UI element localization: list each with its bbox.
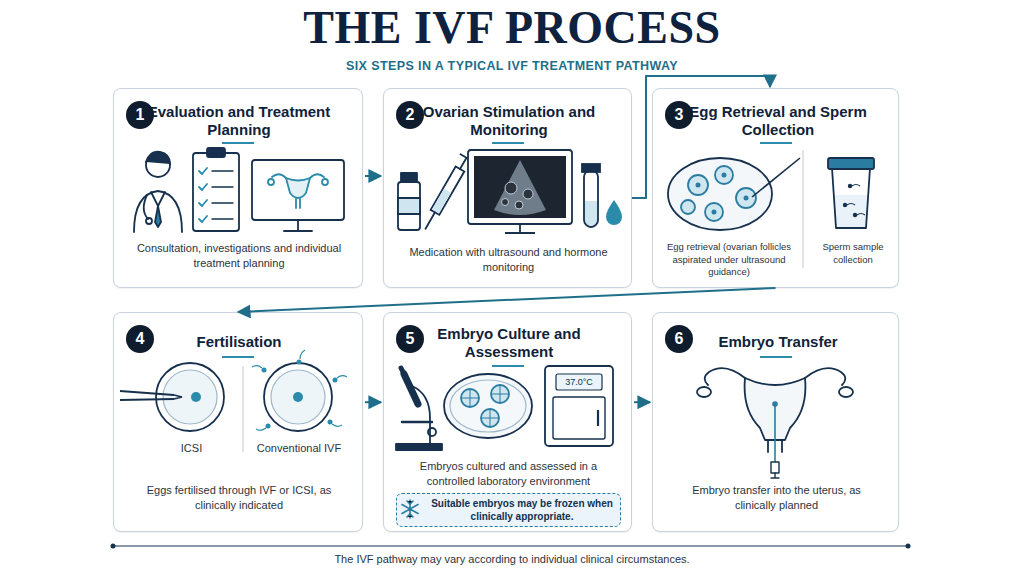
step-number-text: 1: [126, 101, 154, 129]
subtitle: SIX STEPS IN A TYPICAL IVF TREATMENT PAT…: [0, 58, 1024, 74]
step-description: Medication with ultrasound and hormone m…: [404, 245, 613, 275]
rule-dot: [111, 544, 116, 549]
rule-line: [113, 546, 908, 547]
step-number: 5: [396, 325, 424, 353]
step-card: Embryo TransferEmbryo transfer into the …: [652, 312, 899, 532]
step-description: Embryo transfer into the uterus, as clin…: [673, 483, 880, 513]
step-card: Ovarian Stimulation and MonitoringMedica…: [383, 88, 632, 288]
step-card: Egg Retrieval and Sperm CollectionEgg re…: [652, 88, 899, 288]
step-heading: Embryo Transfer: [683, 333, 873, 351]
step-number: 4: [126, 325, 154, 353]
step-number: 6: [665, 325, 693, 353]
step-number-text: 2: [396, 101, 424, 129]
step-card: Embryo Culture and AssessmentEmbryos cul…: [383, 312, 632, 532]
page-title: THE IVF PROCESS: [0, 2, 1024, 54]
note-box: Suitable embryos may be frozen when clin…: [396, 493, 621, 527]
step-number: 1: [126, 101, 154, 129]
step-heading: Embryo Culture and Assessment: [414, 325, 604, 361]
step-number-text: 5: [396, 325, 424, 353]
footer-rule: [111, 544, 911, 549]
flow-arrow: [365, 175, 381, 177]
step-number-text: 6: [665, 325, 693, 353]
step-heading: Fertilisation: [144, 333, 334, 351]
step-heading: Evaluation and Treatment Planning: [144, 103, 334, 139]
step-number-text: 3: [665, 101, 693, 129]
step-card: FertilisationICSI Conventional IVF Eggs fe…: [113, 312, 363, 532]
flow-arrow: [365, 401, 381, 403]
step-description: Consultation, investigations and individ…: [134, 241, 344, 271]
footer-caption: The IVF pathway may vary according to in…: [0, 552, 1024, 566]
rule-dot: [906, 544, 911, 549]
note-text: Suitable embryos may be frozen when clin…: [427, 497, 617, 523]
step-number-text: 4: [126, 325, 154, 353]
step-description: Eggs fertilised through IVF or ICSI, as …: [134, 483, 344, 513]
step-number: 2: [396, 101, 424, 129]
flow-arrow: [238, 288, 776, 312]
step-heading: Ovarian Stimulation and Monitoring: [414, 103, 604, 139]
step-description: Embryos cultured and assessed in a contr…: [399, 459, 618, 489]
step-description: Sperm sample collection: [811, 241, 895, 266]
display-reading: 37.0°C: [556, 375, 602, 389]
step-number: 3: [665, 101, 693, 129]
step-description: ICSI: [154, 441, 229, 455]
flow-arrow: [634, 401, 650, 403]
step-description: Conventional IVF: [244, 441, 354, 455]
step-heading: Egg Retrieval and Sperm Collection: [683, 103, 873, 139]
step-description: Egg retrieval (ovarian follicles aspirat…: [659, 241, 799, 279]
step-card: Evaluation and Treatment PlanningConsult…: [113, 88, 363, 288]
